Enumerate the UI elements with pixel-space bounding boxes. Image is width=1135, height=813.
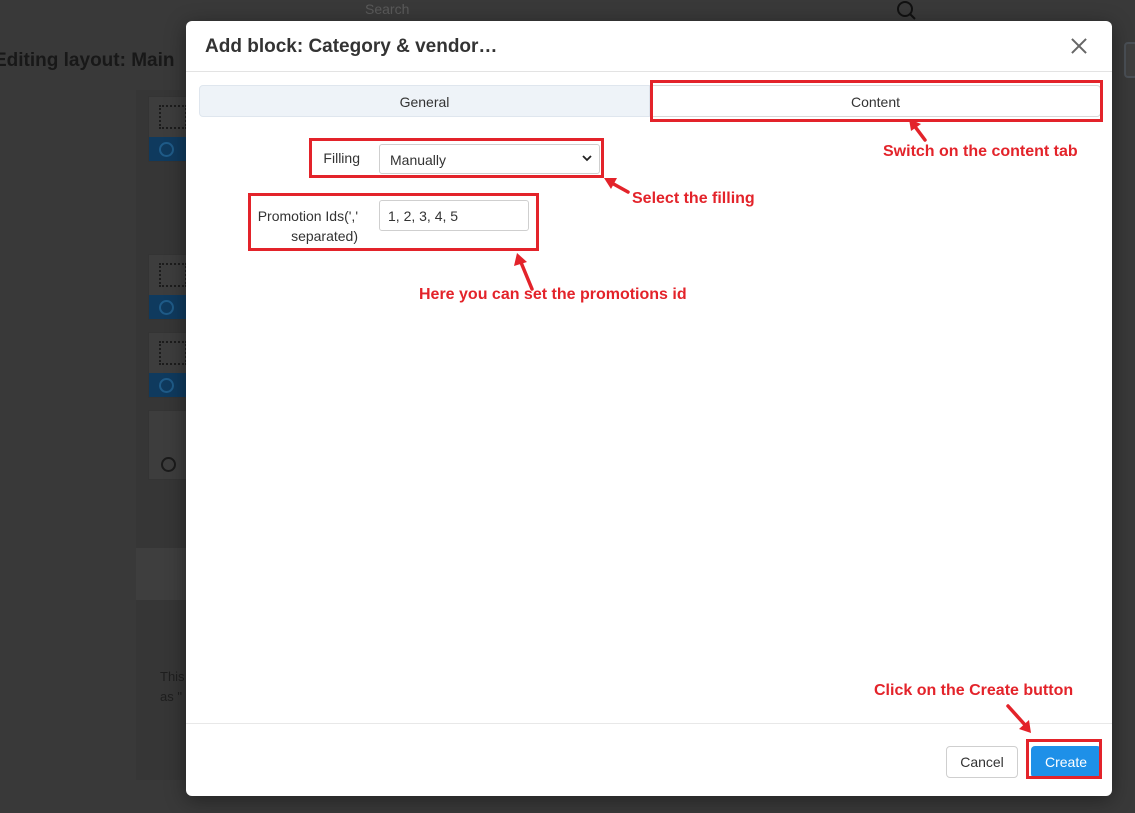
- gear-icon: [159, 142, 174, 157]
- page-title: Editing layout: Main: [0, 50, 175, 71]
- layout-block-card: [148, 410, 188, 480]
- cancel-button[interactable]: Cancel: [946, 746, 1018, 778]
- add-block-dialog: Add block: Category & vendor… General Co…: [186, 21, 1112, 796]
- tab-general[interactable]: General: [199, 85, 650, 117]
- promotion-ids-label: Promotion Ids(',' separated): [257, 208, 358, 244]
- promotion-ids-input[interactable]: [379, 200, 529, 231]
- layout-block-card: [148, 332, 189, 398]
- create-note: Click on the Create button: [874, 682, 1074, 699]
- filling-selected-value: Manually: [390, 152, 447, 168]
- dialog-footer: Cancel Create: [186, 723, 1112, 796]
- toolbar-fragment: [1124, 42, 1135, 78]
- promotions-note: Here you can set the promotions id: [419, 286, 687, 303]
- gear-icon: [159, 300, 174, 315]
- background-text: This as ": [160, 669, 185, 704]
- chevron-down-icon: [582, 155, 592, 162]
- layout-strip: [136, 548, 186, 600]
- tab-content[interactable]: Content: [650, 85, 1101, 117]
- dialog-tabs: General Content: [199, 85, 1101, 117]
- dialog-title: Add block: Category & vendor…: [205, 36, 498, 57]
- layout-block-card: [148, 254, 189, 320]
- gear-icon: [161, 457, 176, 472]
- gear-icon: [159, 378, 174, 393]
- filling-select[interactable]: Manually: [379, 144, 600, 174]
- content-tab-note: Switch on the content tab: [883, 143, 1078, 160]
- filling-note: Select the filling: [632, 190, 755, 207]
- dialog-header: Add block: Category & vendor…: [186, 21, 1112, 72]
- layout-block-card: [148, 96, 189, 162]
- filling-label: Filling: [323, 150, 360, 166]
- create-button[interactable]: Create: [1031, 746, 1101, 778]
- close-icon[interactable]: [1068, 35, 1090, 57]
- search-placeholder: Search: [365, 1, 410, 17]
- search-icon: [897, 1, 916, 20]
